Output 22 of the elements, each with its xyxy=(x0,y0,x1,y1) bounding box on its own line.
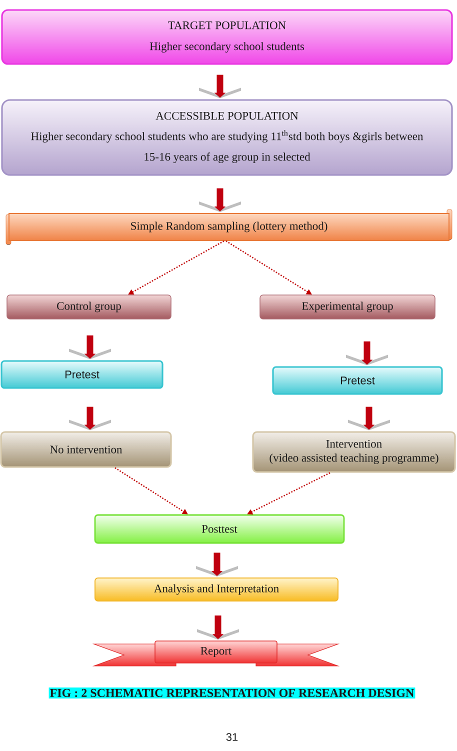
process-box: Intervention (video assisted teaching programme) xyxy=(252,431,456,473)
block-arrow xyxy=(196,552,238,576)
process-box: Control group xyxy=(6,294,172,320)
process-box: Analysis and Interpretation xyxy=(94,578,338,602)
block-arrow xyxy=(69,406,111,430)
process-box: Pretest xyxy=(272,366,443,395)
figure-caption: FIG : 2 SCHEMATIC REPRESENTATION OF RESEARCH DESIGN xyxy=(48,687,416,699)
block-arrow xyxy=(348,406,390,430)
block-arrow xyxy=(199,188,241,212)
block-arrow xyxy=(197,616,239,640)
process-box: No intervention xyxy=(0,431,172,468)
process-box: Experimental group xyxy=(260,294,436,320)
process-box: TARGET POPULATION Higher secondary school students xyxy=(1,9,453,65)
scroll-banner: Simple Random sampling (lottery method) xyxy=(6,209,452,245)
block-arrow xyxy=(346,341,388,366)
ribbon-banner: Report xyxy=(92,640,340,666)
block-arrow xyxy=(199,74,241,98)
page-number: 31 xyxy=(226,733,238,741)
process-box: ACCESSIBLE POPULATION Higher secondary school students who are studying 11$^{th}$std both boys &girls between 15-16 years of age group in selected xyxy=(1,99,453,176)
block-arrow xyxy=(69,335,111,360)
process-box: Pretest xyxy=(0,360,164,389)
process-box: Posttest xyxy=(94,514,345,544)
